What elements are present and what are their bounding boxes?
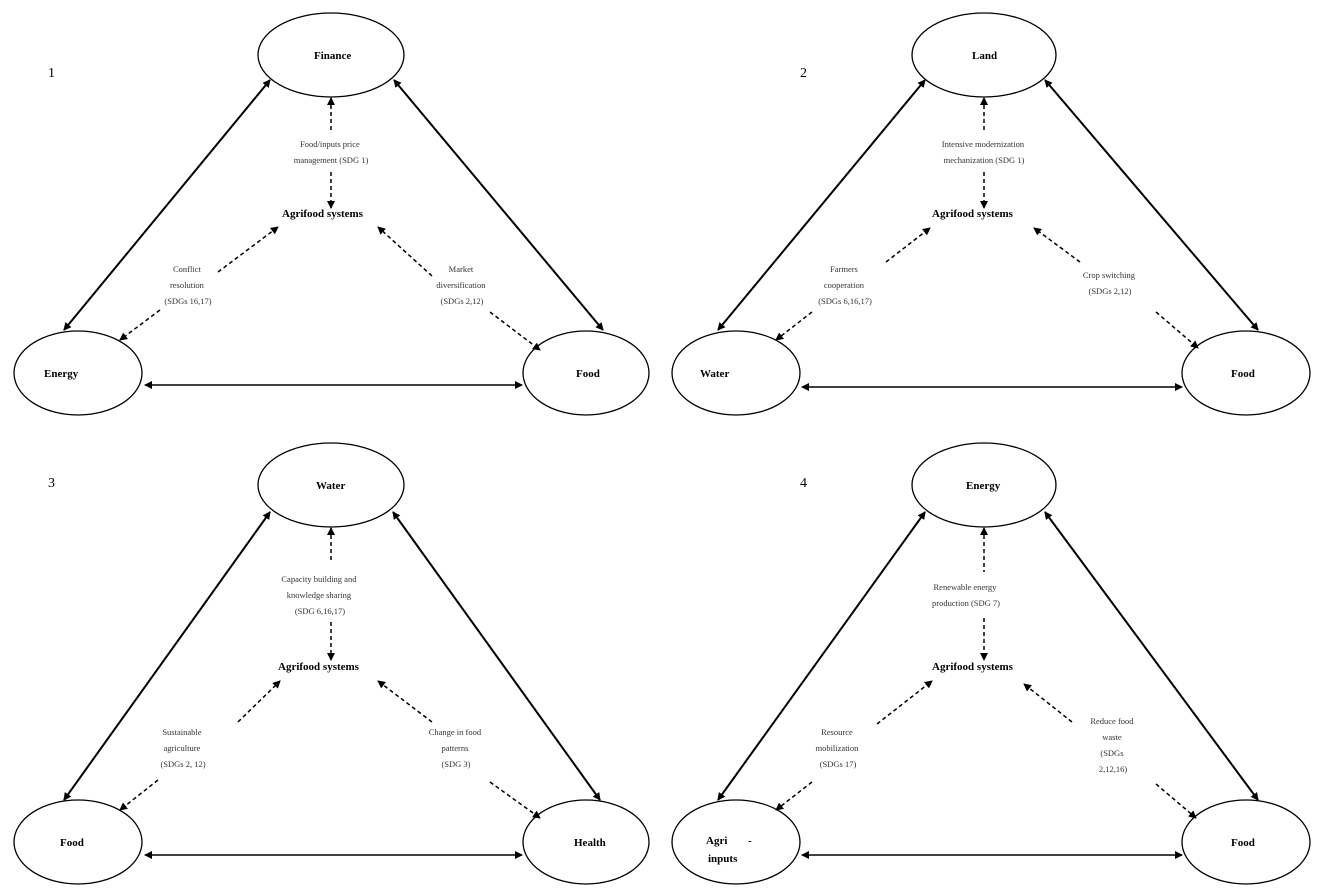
- node-left-label: Food: [60, 837, 84, 849]
- node-left-label-part-1: Agri: [706, 835, 727, 847]
- panel-number: 4: [800, 476, 807, 491]
- node-top-label: Energy: [966, 480, 1001, 492]
- node-left: [671, 330, 801, 416]
- dashed-right-lower: [489, 781, 541, 819]
- left-edge-label: Farmers cooperation (SDGs 6,16,17): [818, 264, 872, 306]
- panel-3: 3 Water Food Health Agrifood systems Cap…: [13, 442, 650, 885]
- center-label: Agrifood systems: [278, 661, 360, 673]
- edge-top-left: [717, 511, 926, 801]
- panel-1: 1 Finance Energy Food Agrifood systems F…: [13, 12, 650, 416]
- edge-top-left: [63, 511, 271, 801]
- dashed-left-lower: [775, 311, 813, 341]
- panel-number: 1: [48, 66, 55, 81]
- dashed-right-lower: [489, 311, 541, 351]
- dashed-right-lower: [1155, 311, 1199, 349]
- dashed-left-upper: [885, 227, 931, 263]
- node-right-label: Food: [1231, 368, 1255, 380]
- node-top-label: Finance: [314, 50, 351, 62]
- dashed-right-upper: [377, 226, 433, 277]
- dashed-left-upper: [876, 680, 933, 725]
- right-edge-label: Crop switching (SDGs 2,12): [1083, 270, 1137, 296]
- left-edge-label: Conflict resolution (SDGs 16,17): [164, 264, 211, 306]
- right-edge-label: Market diversification (SDGs 2,12): [436, 264, 487, 306]
- node-left-label-part-2: -: [748, 835, 752, 847]
- node-right: [522, 330, 650, 416]
- dashed-left-lower: [119, 309, 161, 341]
- edge-top-right: [1044, 79, 1259, 331]
- dashed-left-lower: [119, 779, 159, 811]
- node-left-label-part-3: inputs: [708, 853, 738, 865]
- dashed-right-lower: [1155, 783, 1197, 819]
- node-top-label: Water: [316, 480, 345, 492]
- node-right-label: Food: [576, 368, 600, 380]
- edge-top-right: [392, 511, 601, 801]
- panel-4: 4 Energy Agri - inputs Food Agrifood sys…: [671, 442, 1311, 885]
- node-left: [13, 330, 143, 416]
- center-label: Agrifood systems: [282, 208, 364, 220]
- dashed-right-upper: [377, 680, 433, 723]
- dashed-right-upper: [1033, 227, 1081, 263]
- edge-top-left: [717, 79, 926, 331]
- dashed-left-upper: [237, 680, 281, 723]
- right-edge-label: Reduce food waste (SDGs 2,12,16): [1090, 716, 1135, 774]
- node-right-label: Health: [574, 837, 606, 849]
- node-left-label: Energy: [44, 368, 79, 380]
- node-top-label: Land: [972, 50, 997, 62]
- right-edge-label: Change in food patterns (SDG 3): [429, 727, 484, 769]
- node-left-label: Water: [700, 368, 729, 380]
- top-edge-label: Intensive modernization mechanization (S…: [942, 139, 1027, 165]
- top-edge-label: Renewable energy production (SDG 7): [932, 582, 1000, 608]
- edge-top-right: [1044, 511, 1259, 801]
- panel-number: 2: [800, 66, 807, 81]
- node-left: [671, 799, 801, 885]
- panel-number: 3: [48, 476, 55, 491]
- top-edge-label: Capacity building and knowledge sharing …: [281, 574, 358, 616]
- dashed-left-upper: [217, 226, 279, 273]
- dashed-left-lower: [775, 781, 813, 811]
- top-edge-label: Food/inputs price management (SDG 1): [294, 139, 369, 165]
- edge-top-right: [393, 79, 604, 331]
- edge-top-left: [63, 79, 271, 331]
- left-edge-label: Resource mobilization (SDGs 17): [815, 727, 860, 769]
- node-right: [1181, 330, 1311, 416]
- node-right-label: Food: [1231, 837, 1255, 849]
- dashed-right-upper: [1023, 683, 1073, 723]
- panel-2: 2 Land Water Food Agrifood systems Inten…: [671, 12, 1311, 416]
- center-label: Agrifood systems: [932, 208, 1014, 220]
- center-label: Agrifood systems: [932, 661, 1014, 673]
- left-edge-label: Sustainable agriculture (SDGs 2, 12): [160, 727, 205, 769]
